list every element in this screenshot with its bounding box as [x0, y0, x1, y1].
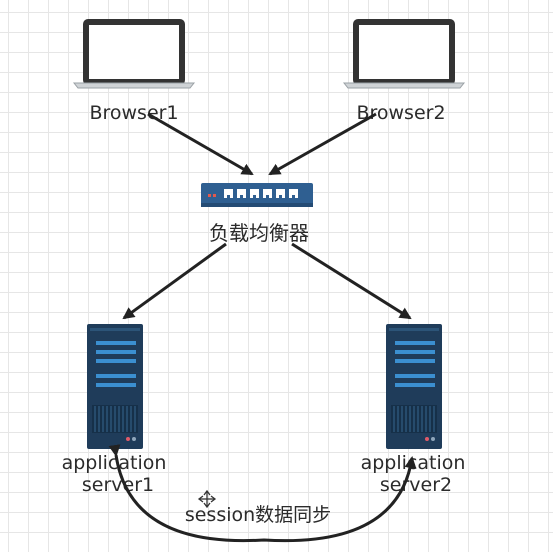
server1-label-line2: server1 — [82, 474, 154, 496]
server2-label-line2: server2 — [380, 474, 452, 496]
arrow-balancer-to-server2 — [291, 242, 412, 320]
session-sync-label: session数据同步 — [185, 504, 331, 526]
server1-tower-icon — [87, 324, 143, 449]
browser2-laptop-icon — [342, 19, 466, 89]
server1-label-line1: application — [62, 452, 167, 474]
load-balancer-switch-icon — [201, 183, 313, 207]
move-cursor-icon — [197, 489, 217, 509]
session-sync-arrow — [108, 444, 417, 543]
arrow-balancer-to-server1 — [122, 242, 227, 320]
server2-tower-icon — [386, 324, 442, 449]
browser1-label: Browser1 — [89, 102, 178, 124]
server2-label-line1: application — [361, 452, 466, 474]
arrow-browser1-to-balancer — [147, 112, 254, 176]
browser1-laptop-icon — [72, 19, 196, 89]
browser2-label: Browser2 — [356, 102, 445, 124]
load-balancer-label: 负载均衡器 — [209, 221, 309, 245]
arrow-browser2-to-balancer — [268, 112, 377, 176]
